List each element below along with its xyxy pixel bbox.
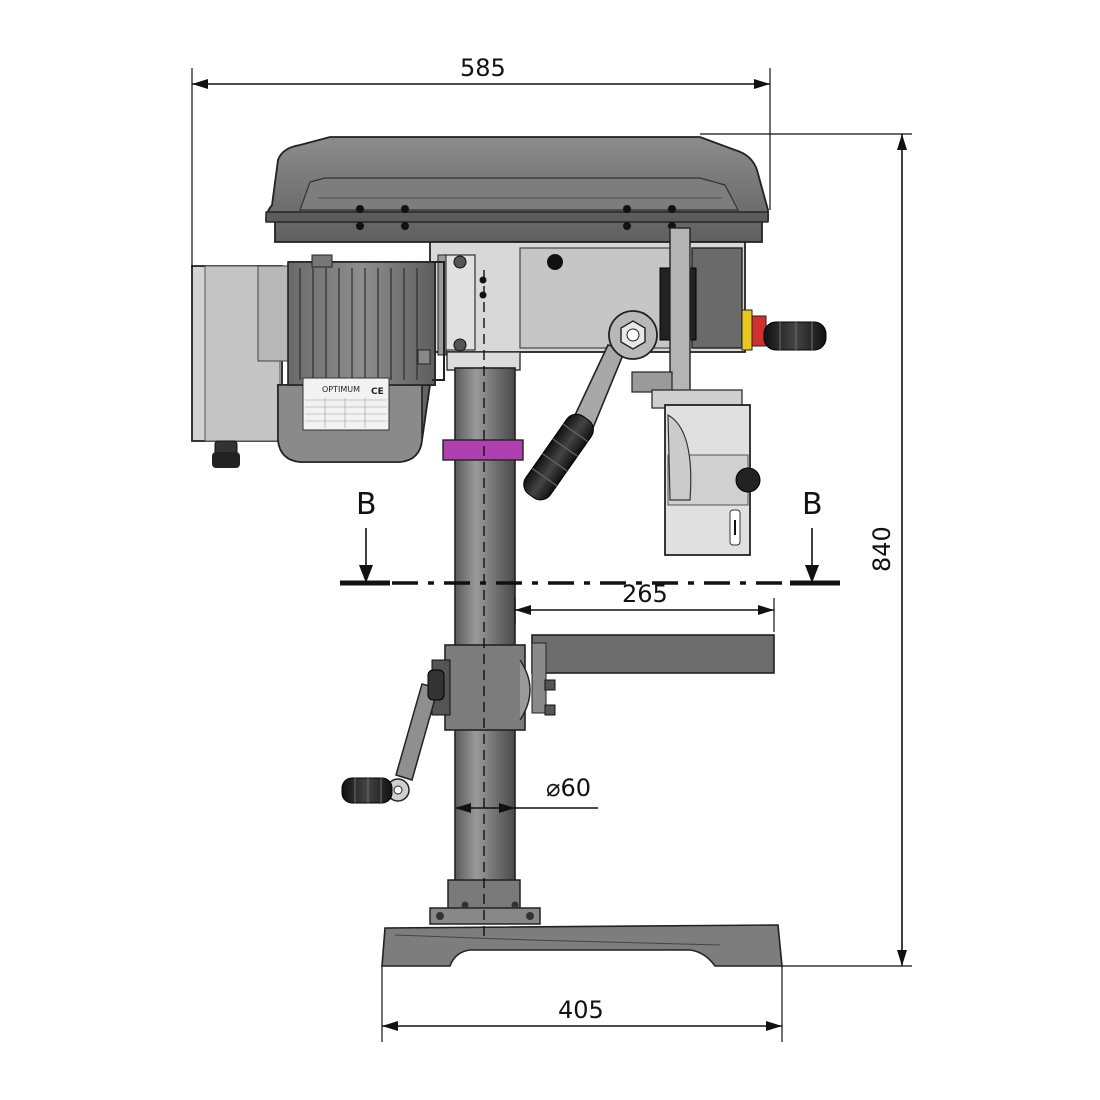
dimension-base-width-value: 405 bbox=[558, 996, 604, 1024]
guard-lock-knob-icon bbox=[735, 467, 761, 493]
motor-plate-brand: OPTIMUM bbox=[322, 385, 360, 394]
section-label-left: B bbox=[356, 487, 377, 522]
electrical-box bbox=[191, 265, 291, 468]
base bbox=[381, 879, 783, 967]
section-label-right: B bbox=[802, 487, 823, 522]
table-arm bbox=[444, 634, 775, 731]
dimension-overall-width: 585 bbox=[191, 54, 771, 268]
chuck-guard bbox=[664, 404, 761, 556]
column bbox=[442, 351, 524, 889]
dimension-column-diameter: ⌀60 bbox=[455, 774, 598, 813]
belt-cover bbox=[265, 136, 769, 243]
head-casting bbox=[429, 241, 746, 362]
dimension-overall-height: 840 bbox=[700, 133, 912, 967]
dimension-overall-height-value: 840 bbox=[868, 526, 896, 572]
table-crank bbox=[341, 659, 451, 804]
dimension-base-width: 405 bbox=[381, 966, 783, 1042]
dimension-table-reach: 265 bbox=[514, 580, 775, 632]
emergency-switch bbox=[741, 309, 827, 351]
section-line-b: B B bbox=[340, 487, 840, 586]
motor-plate-ce-mark: CE bbox=[371, 387, 384, 397]
depth-stop-ring bbox=[442, 439, 524, 461]
dimension-table-reach-value: 265 bbox=[622, 580, 668, 608]
dimension-overall-width-value: 585 bbox=[460, 54, 506, 82]
feed-handle bbox=[523, 310, 658, 501]
dimension-column-diameter-value: ⌀60 bbox=[546, 774, 591, 802]
motor-rating-plate: OPTIMUM CE bbox=[302, 377, 390, 431]
motor bbox=[277, 254, 445, 463]
